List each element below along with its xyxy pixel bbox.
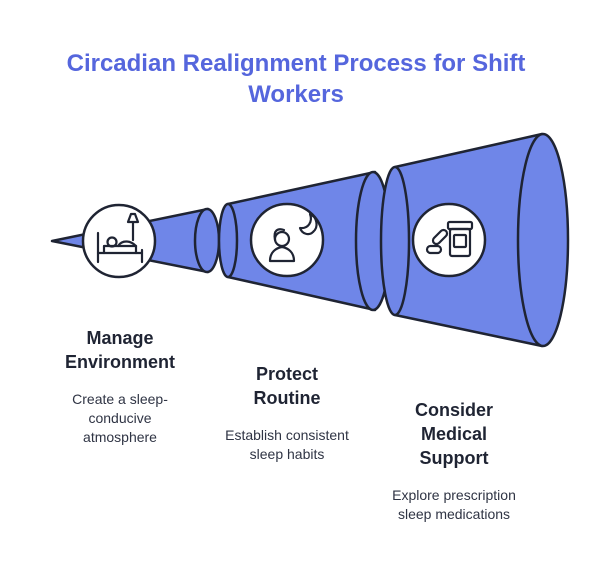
funnel-segment-3-left-cap	[379, 165, 411, 317]
step-protect-routine: Protect Routine Establish consistent sle…	[206, 362, 368, 464]
sleeping-person-moon-icon	[268, 212, 318, 263]
step-consider-medical-support: Consider Medical Support Explore prescri…	[372, 398, 536, 524]
step-2-description: Establish consistent sleep habits	[206, 426, 368, 464]
funnel-segment-3-rim	[516, 132, 570, 348]
icon-circle-1	[81, 203, 157, 279]
step-3-heading-line: Consider	[414, 400, 493, 420]
funnel-segment-1-rim	[193, 207, 221, 274]
step-1-description-line: atmosphere	[83, 429, 157, 445]
step-1-heading: Manage Environment	[47, 326, 193, 374]
step-1-heading-line: Manage	[86, 328, 154, 348]
diagram-title: Circadian Realignment Process for Shift …	[0, 48, 592, 110]
title-line-1: Circadian Realignment Process for Shift	[66, 50, 526, 77]
step-3-heading-line: Support	[419, 448, 489, 468]
step-1-description: Create a sleep- conducive atmosphere	[47, 390, 193, 447]
step-3-description-line: Explore prescription	[392, 487, 516, 503]
step-manage-environment: Manage Environment Create a sleep- condu…	[47, 326, 193, 447]
step-3-description-line: sleep medications	[397, 506, 511, 522]
step-2-heading: Protect Routine	[206, 362, 368, 410]
step-2-description-line: sleep habits	[249, 446, 325, 462]
step-2-heading-line: Protect	[255, 364, 318, 384]
step-2-heading-line: Routine	[253, 388, 321, 408]
pill-bottle-icon	[425, 220, 474, 258]
bed-lamp-icon	[96, 212, 144, 264]
step-1-description-line: conducive	[88, 410, 152, 426]
step-1-heading-line: Environment	[64, 352, 175, 372]
step-3-heading: Consider Medical Support	[372, 398, 536, 470]
title-line-2: Workers	[248, 81, 344, 108]
step-1-description-line: Create a sleep-	[72, 391, 168, 407]
step-3-heading-line: Medical	[420, 424, 488, 444]
icon-circle-2	[249, 202, 325, 278]
step-3-description: Explore prescription sleep medications	[372, 486, 536, 524]
funnel-segment-2-left-cap	[217, 202, 239, 279]
step-2-description-line: Establish consistent	[225, 427, 349, 443]
